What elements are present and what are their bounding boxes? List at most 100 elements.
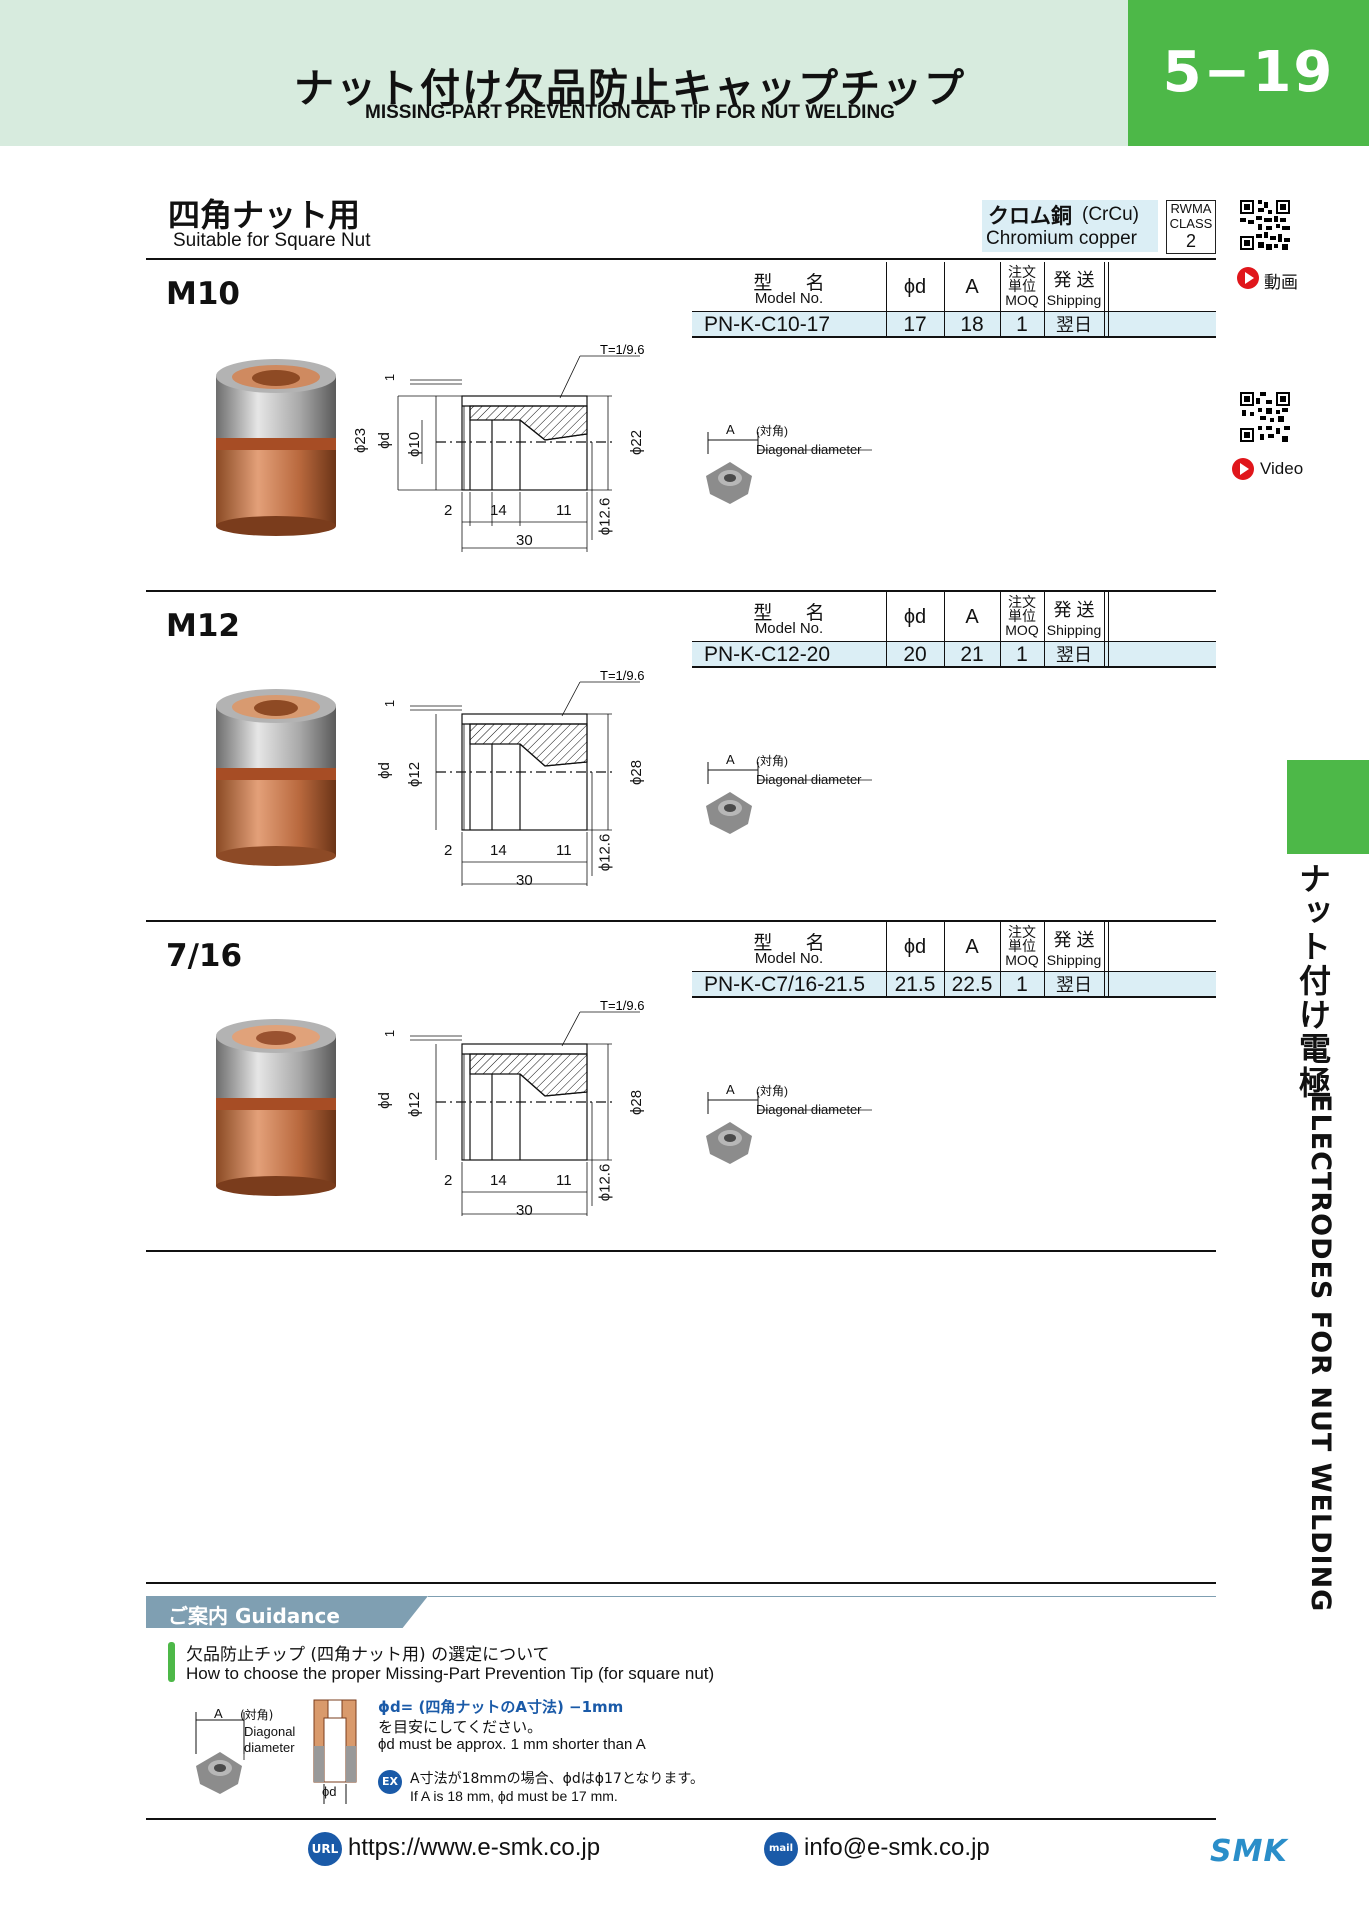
email-link[interactable]: info@e-smk.co.jp [804, 1834, 990, 1861]
mail-icon[interactable]: mail [764, 1832, 798, 1866]
a-value: 18 [960, 313, 984, 336]
play-icon[interactable] [1237, 267, 1259, 289]
dim-l1: 2 [444, 842, 453, 859]
divider [146, 920, 1216, 922]
guidance-formula: ϕd= (四角ナットのA寸法) −1mm [378, 1698, 624, 1716]
guidance-formula-en: ϕd must be approx. 1 mm shorter than A [378, 1736, 646, 1753]
phid-value: 17 [903, 313, 927, 336]
guidance-tip-section [313, 1699, 357, 1804]
dim-one: 1 [382, 699, 398, 708]
dim-right-dia: ϕ28 [628, 1089, 646, 1116]
url-icon[interactable]: URL [308, 1832, 342, 1866]
qr-code-icon[interactable] [1240, 200, 1290, 250]
page-number: 5−19 [1128, 0, 1369, 146]
section-title: 四角ナット用 [168, 196, 361, 234]
dim-l1: 2 [444, 502, 453, 519]
play-icon[interactable] [1232, 458, 1254, 480]
model-number: PN-K-C12-20 [704, 643, 831, 666]
model-number: PN-K-C7/16-21.5 [704, 973, 866, 996]
divider [146, 1582, 1216, 1584]
a-value: 21 [960, 643, 984, 666]
col-model-en: Model No. [754, 290, 824, 307]
dim-inner-dia: ϕ10 [406, 431, 424, 458]
guidance-phid: ϕd [322, 1784, 337, 1799]
dim-total: 30 [516, 872, 533, 889]
dimension-drawing: T=1/9.6 [410, 668, 644, 886]
guidance-example-jp: A寸法が18mmの場合、ϕdはϕ17となります。 [410, 1771, 705, 1787]
material-jp: クロム銅 [988, 204, 1072, 228]
material-en: Chromium copper [986, 228, 1137, 249]
nut-en-label: Diagonal diameter [756, 1102, 862, 1117]
rwma-label: RWMA [1170, 201, 1212, 216]
divider [146, 1250, 1216, 1252]
nut-dim-line [707, 432, 872, 454]
video-label-jp[interactable]: 動画 [1264, 273, 1298, 293]
material-box [982, 200, 1158, 252]
dim-phid: ϕd [375, 762, 393, 779]
nut-en-label: Diagonal diameter [756, 772, 862, 787]
phid-value: 20 [903, 643, 927, 666]
video-label-en[interactable]: Video [1260, 459, 1304, 478]
dim-l2: 14 [490, 1172, 507, 1189]
qr-code-icon[interactable] [1240, 392, 1290, 442]
material-code: (CrCu) [1082, 204, 1139, 225]
dim-l3: 11 [556, 502, 572, 519]
divider [146, 1818, 1216, 1820]
dim-hole: ϕ12.6 [596, 1163, 614, 1202]
dim-phid: ϕd [375, 432, 393, 449]
example-badge-icon: EX [378, 1770, 402, 1794]
guidance-question-en: How to choose the proper Missing-Part Pr… [186, 1664, 715, 1683]
nut-dim-line [707, 1092, 872, 1114]
col-shipping: 発 送 Shipping [1046, 270, 1102, 308]
shipping-value: 翌日 [1056, 645, 1092, 665]
guidance-nut-en2: diameter [244, 1740, 295, 1755]
square-nut-icon [706, 1122, 752, 1164]
dim-l3: 11 [556, 1172, 572, 1189]
shipping-value: 翌日 [1056, 975, 1092, 995]
dimension-drawing: T=1/9.6 [397, 342, 644, 552]
dim-inner-dia: ϕ12 [406, 761, 424, 788]
nut-jp-label: (対角) [756, 754, 788, 768]
moq-value: 1 [1016, 973, 1028, 996]
dim-taper: T=1/9.6 [600, 668, 644, 683]
dim-one: 1 [382, 1029, 398, 1038]
spec-row: PN-K-C12-20 20 21 1 翌日 [692, 642, 1216, 668]
square-nut-icon [706, 462, 752, 504]
nut-a-label: A [726, 422, 735, 437]
dim-l3: 11 [556, 842, 572, 859]
guidance-example-en: If A is 18 mm, ϕd must be 17 mm. [410, 1788, 618, 1804]
dim-total: 30 [516, 1202, 533, 1219]
website-link[interactable]: https://www.e-smk.co.jp [348, 1834, 601, 1861]
model-number: PN-K-C10-17 [704, 313, 831, 336]
company-logo: SMK [1210, 1834, 1288, 1869]
product-size: M10 [166, 276, 240, 312]
dim-outer-dia: ϕ23 [352, 427, 370, 454]
dim-phid: ϕd [375, 1092, 393, 1109]
rwma-class-label: CLASS [1169, 216, 1213, 231]
guidance-nut-a: A [214, 1706, 223, 1721]
product-size: M12 [166, 608, 240, 644]
a-value: 22.5 [951, 973, 993, 996]
dimension-drawing: T=1/9.6 [410, 998, 644, 1216]
guidance-formula-jp: を目安にしてください。 [378, 1718, 543, 1736]
dim-taper: T=1/9.6 [600, 342, 644, 357]
nut-a-label: A [726, 752, 735, 767]
guidance-tab [146, 1596, 428, 1628]
dim-taper: T=1/9.6 [600, 998, 644, 1013]
dim-right-dia: ϕ28 [628, 759, 646, 786]
nut-a-label: A [726, 1082, 735, 1097]
dim-total: 30 [516, 532, 533, 549]
guidance-rule [428, 1596, 1216, 1597]
dim-inner-dia: ϕ12 [406, 1091, 424, 1118]
sidebar-tab [1287, 760, 1369, 854]
moq-value: 1 [1016, 313, 1028, 336]
dim-l2: 14 [490, 842, 507, 859]
sidebar-label-en: ELECTRODES FOR NUT WELDING [1305, 1094, 1336, 1613]
nut-jp-label: (対角) [756, 1084, 788, 1098]
